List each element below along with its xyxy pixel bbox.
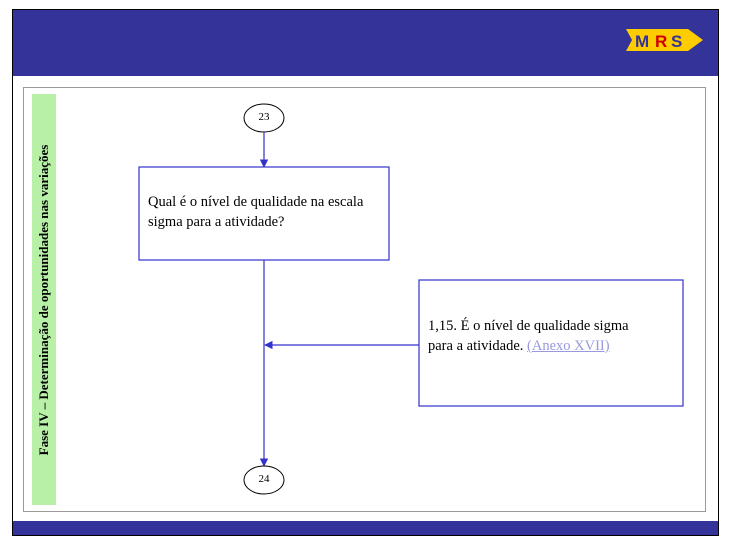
end-node-label: 24 xyxy=(258,473,270,485)
header-bar: M R S xyxy=(13,10,718,76)
flowchart xyxy=(138,103,684,495)
logo-letter-r: R xyxy=(655,32,667,51)
mrs-logo: M R S xyxy=(626,29,703,51)
answer-box-text: 1,15. É o nível de qualidade sigma para … xyxy=(428,318,629,354)
logo-arrow-shape xyxy=(626,29,703,51)
start-node-label: 23 xyxy=(258,111,270,123)
slide-frame: M R S Fase IV – Determinação de oportuni… xyxy=(12,9,719,536)
logo-letter-m: M xyxy=(635,32,649,51)
question-box-text: Qual é o nível de qualidade na escala si… xyxy=(148,194,364,230)
footer-bar xyxy=(13,521,718,535)
annex-link[interactable]: (Anexo XVII) xyxy=(527,338,610,354)
diagram-panel: Fase IV – Determinação de oportunidades … xyxy=(23,87,706,512)
answer-box-text-container: 1,15. É o nível de qualidade sigma para … xyxy=(428,316,642,356)
question-box xyxy=(138,166,390,261)
answer-box xyxy=(418,279,684,407)
phase-side-label: Fase IV – Determinação de oportunidades … xyxy=(32,94,56,505)
logo-letter-s: S xyxy=(671,32,682,51)
end-connector-node xyxy=(243,465,285,495)
